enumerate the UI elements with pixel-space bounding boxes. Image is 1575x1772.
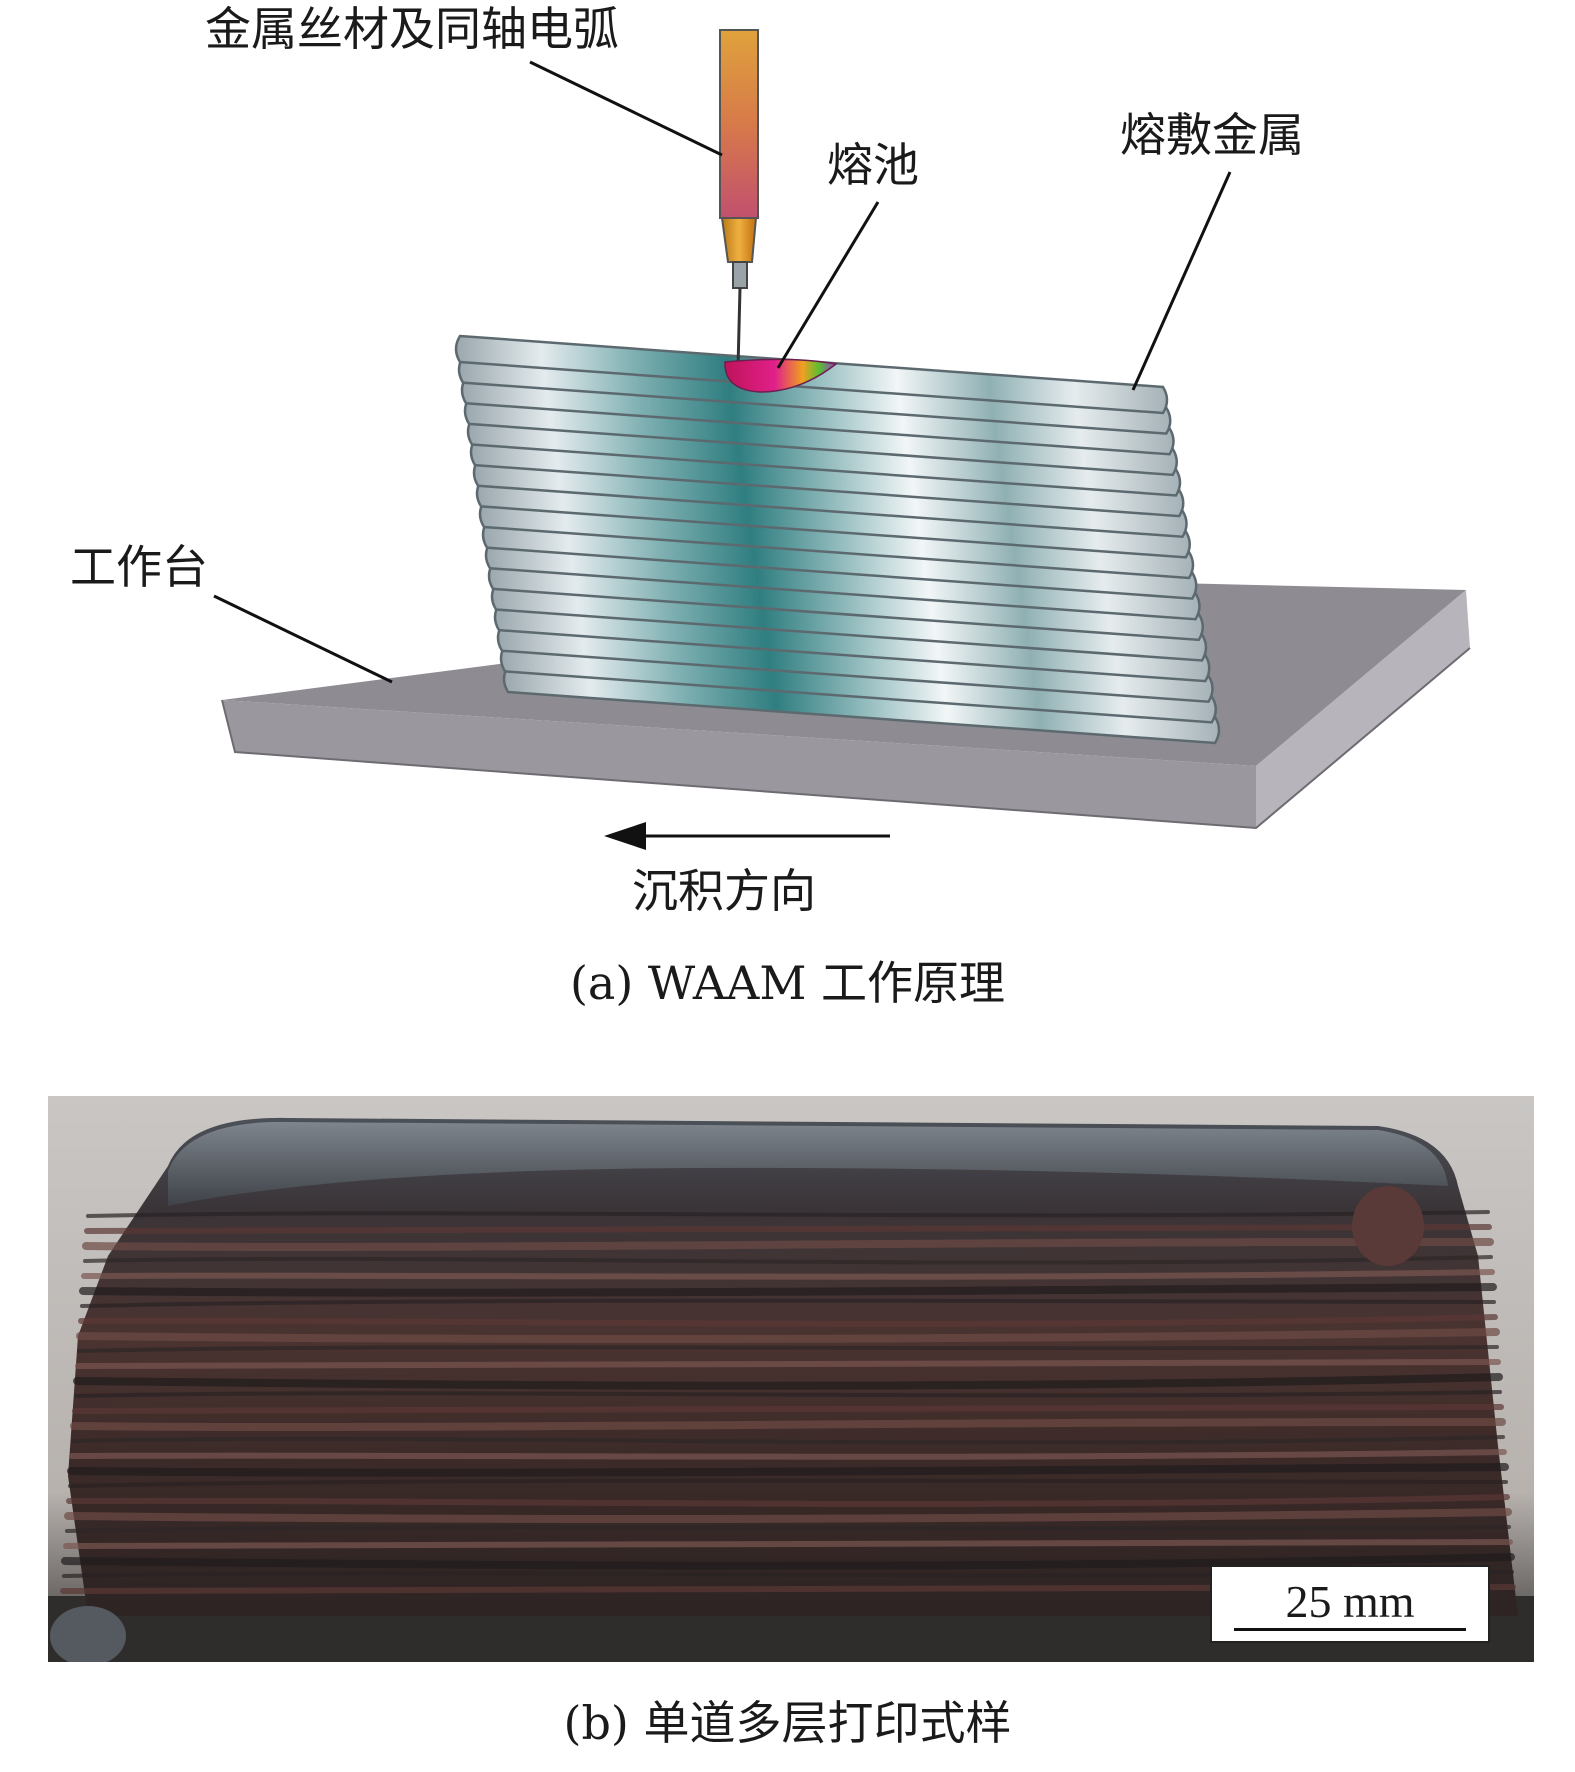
label-melt-pool: 熔池 (827, 138, 919, 192)
caption-b: (b) 单道多层打印式样 (563, 1696, 1012, 1750)
leader-lines (213, 60, 1232, 684)
weld-layer-line (64, 1508, 1512, 1523)
caption-a: (a) WAAM 工作原理 (569, 956, 1006, 1010)
weld-layer-line (66, 1494, 1510, 1507)
weld-layer-line (72, 1404, 1504, 1414)
scale-bar-line (1234, 1628, 1466, 1631)
label-worktable: 工作台 (70, 540, 208, 594)
weld-layer-line (71, 1435, 1505, 1445)
weld-layer-line (61, 1553, 1515, 1570)
weld-layer-line (76, 1328, 1500, 1343)
weld-layer-line (77, 1345, 1499, 1353)
weld-layer-line (70, 1417, 1506, 1432)
waam-schematic (213, 29, 1471, 850)
label-deposition-direction: 沉积方向 (632, 864, 816, 918)
weld-layer-line (80, 1298, 1496, 1308)
cladding-layers (454, 334, 1221, 745)
scale-bar: 25 mm (1210, 1565, 1490, 1643)
weld-layer-line (69, 1449, 1507, 1460)
weld-layer-line (63, 1538, 1513, 1549)
weld-layer-line (68, 1478, 1508, 1488)
weld-layer-line (78, 1314, 1498, 1327)
weld-layer-line (74, 1390, 1502, 1398)
weld-layer-line (82, 1237, 1494, 1252)
weld-layer-line (65, 1525, 1511, 1533)
weld-layer-line (84, 1224, 1492, 1234)
weld-layer-line (73, 1373, 1503, 1390)
weld-layer-line (86, 1210, 1490, 1218)
melt-pool (724, 358, 838, 393)
deposition-arrow (604, 822, 890, 850)
weld-layer-line (75, 1358, 1501, 1369)
wire-torch (719, 29, 759, 369)
weld-layer-line (79, 1283, 1497, 1297)
scale-bar-label: 25 mm (1285, 1576, 1415, 1627)
weld-layer-line (81, 1269, 1495, 1280)
label-cladding-metal: 熔敷金属 (1120, 108, 1304, 162)
weld-layer-line (83, 1255, 1493, 1265)
label-wire-arc: 金属丝材及同轴电弧 (205, 2, 619, 56)
weld-layer-line (67, 1463, 1509, 1477)
